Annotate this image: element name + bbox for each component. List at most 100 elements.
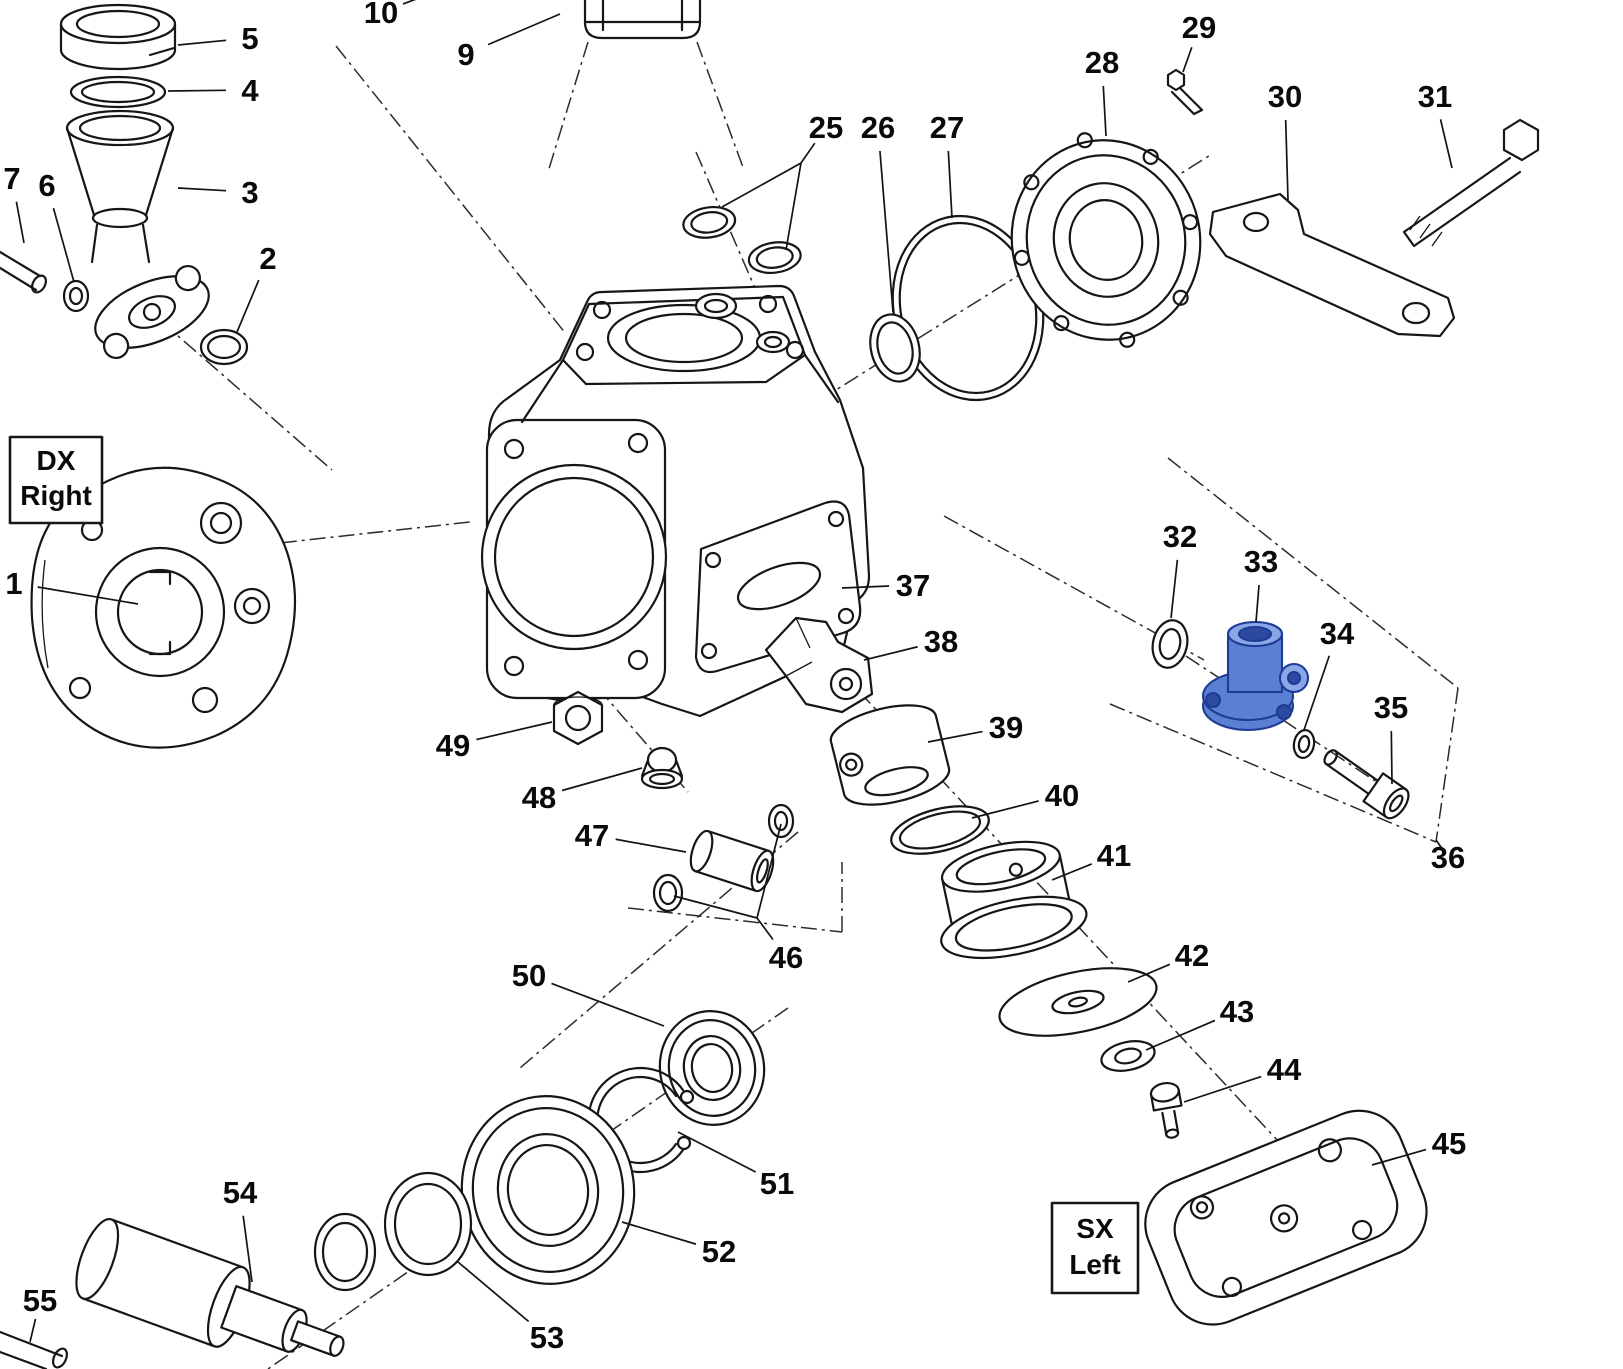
callout-leader-52 — [621, 1221, 697, 1245]
part-45-left-cover — [1144, 1109, 1428, 1326]
callout-7: 7 — [3, 161, 20, 196]
callout-49: 49 — [436, 728, 470, 763]
part-34-washer — [1292, 729, 1316, 759]
part-55-edge-part — [0, 1330, 68, 1369]
callout-31: 31 — [1418, 79, 1452, 114]
callout-leader-32 — [1170, 559, 1179, 619]
callout-44: 44 — [1267, 1052, 1302, 1087]
callout-40: 40 — [1045, 778, 1079, 813]
callout-leader-40 — [971, 800, 1039, 819]
part-53-seal-ring — [383, 1171, 473, 1277]
callout-35: 35 — [1374, 690, 1408, 725]
callout-leader-6 — [52, 207, 75, 283]
callout-26: 26 — [861, 110, 895, 145]
callout-leader-34 — [1303, 655, 1331, 731]
part-50-bearing — [658, 1010, 766, 1126]
callout-5: 5 — [241, 21, 258, 56]
callout-41: 41 — [1097, 838, 1131, 873]
part-42-disc — [998, 967, 1158, 1037]
callout-9: 9 — [457, 37, 474, 72]
part-48-plug — [640, 746, 684, 790]
callout-leader-26 — [879, 150, 894, 313]
part-25-rings — [682, 206, 802, 274]
callout-32: 32 — [1163, 519, 1197, 554]
part-40-ring — [890, 805, 990, 855]
callout-leader-1 — [37, 586, 139, 605]
callout-leader-43 — [1145, 1019, 1216, 1051]
callout-38: 38 — [924, 624, 958, 659]
part-39-piston — [829, 704, 951, 806]
callout-52: 52 — [702, 1234, 736, 1269]
part-29-bolt — [1166, 68, 1204, 116]
callout-3: 3 — [241, 175, 258, 210]
part-valve-flange — [94, 264, 210, 360]
callout-34: 34 — [1320, 616, 1355, 651]
part-38-clamp — [764, 616, 874, 714]
callout-28: 28 — [1085, 45, 1119, 80]
callout-27: 27 — [930, 110, 964, 145]
part-28-bearing-cover — [1010, 132, 1202, 348]
callout-leader-37 — [841, 585, 890, 589]
callout-leader-46 — [756, 917, 774, 940]
sx-direction-box: SX Left — [1050, 1201, 1140, 1295]
dx-box-line2: Right — [20, 480, 92, 511]
callout-leader-10 — [402, 0, 417, 5]
callout-50: 50 — [512, 958, 546, 993]
part-cylinder-head — [583, 0, 702, 40]
callout-25: 25 — [809, 110, 843, 145]
callout-leader-53 — [457, 1261, 530, 1323]
part-49-hex-nut — [552, 690, 604, 746]
callout-leader-7 — [15, 201, 25, 244]
callout-leader-55 — [29, 1318, 37, 1343]
callout-leader-2 — [236, 279, 260, 333]
part-3-valve-cage — [65, 109, 175, 264]
callout-33: 33 — [1244, 544, 1278, 579]
part-33-elbow-fitting-highlighted — [1201, 620, 1310, 732]
callout-36: 36 — [1431, 840, 1465, 875]
callout-leader-41 — [1051, 863, 1093, 881]
callout-leader-3 — [177, 187, 227, 192]
seal-ring-secondary — [313, 1212, 377, 1292]
callout-leader-31 — [1439, 119, 1453, 169]
part-47-pin — [689, 829, 775, 893]
callout-2: 2 — [259, 241, 276, 276]
part-30-bracket — [1208, 192, 1456, 338]
callout-leader-38 — [863, 645, 918, 661]
callout-43: 43 — [1220, 994, 1254, 1029]
callout-leader-49 — [476, 721, 553, 741]
part-43-washer — [1100, 1040, 1156, 1072]
callout-47: 47 — [575, 818, 609, 853]
part-5-valve-cap — [59, 3, 177, 71]
callout-leader-39 — [927, 730, 983, 743]
part-32-o-ring — [1151, 619, 1189, 669]
sx-box-line1: SX — [1076, 1213, 1114, 1244]
callout-55: 55 — [23, 1283, 57, 1318]
dx-direction-box: DX Right — [8, 435, 104, 525]
callout-leader-33 — [1255, 584, 1260, 623]
callout-29: 29 — [1182, 10, 1216, 45]
callout-leader-30 — [1284, 119, 1289, 201]
part-2-ring — [199, 328, 249, 366]
callout-45: 45 — [1432, 1126, 1466, 1161]
callout-48: 48 — [522, 780, 556, 815]
callout-leader-36 — [1435, 839, 1444, 850]
callout-51: 51 — [760, 1166, 794, 1201]
callout-46: 46 — [769, 940, 803, 975]
callout-leader-25 — [800, 142, 816, 164]
callout-54: 54 — [223, 1175, 258, 1210]
callout-leader-51 — [677, 1131, 757, 1173]
callout-leader-29 — [1182, 46, 1193, 73]
leader-branches — [673, 162, 802, 919]
callout-leader-35 — [1390, 730, 1393, 785]
callout-leader-44 — [1183, 1075, 1262, 1103]
part-6-washer — [62, 279, 90, 313]
callout-leader-5 — [177, 39, 227, 46]
callout-leader-42 — [1127, 963, 1171, 983]
callout-39: 39 — [989, 710, 1023, 745]
callout-6: 6 — [38, 168, 55, 203]
sx-box-line2: Left — [1069, 1249, 1120, 1280]
part-1-side-cover — [30, 466, 297, 749]
callout-leader-28 — [1102, 85, 1107, 137]
